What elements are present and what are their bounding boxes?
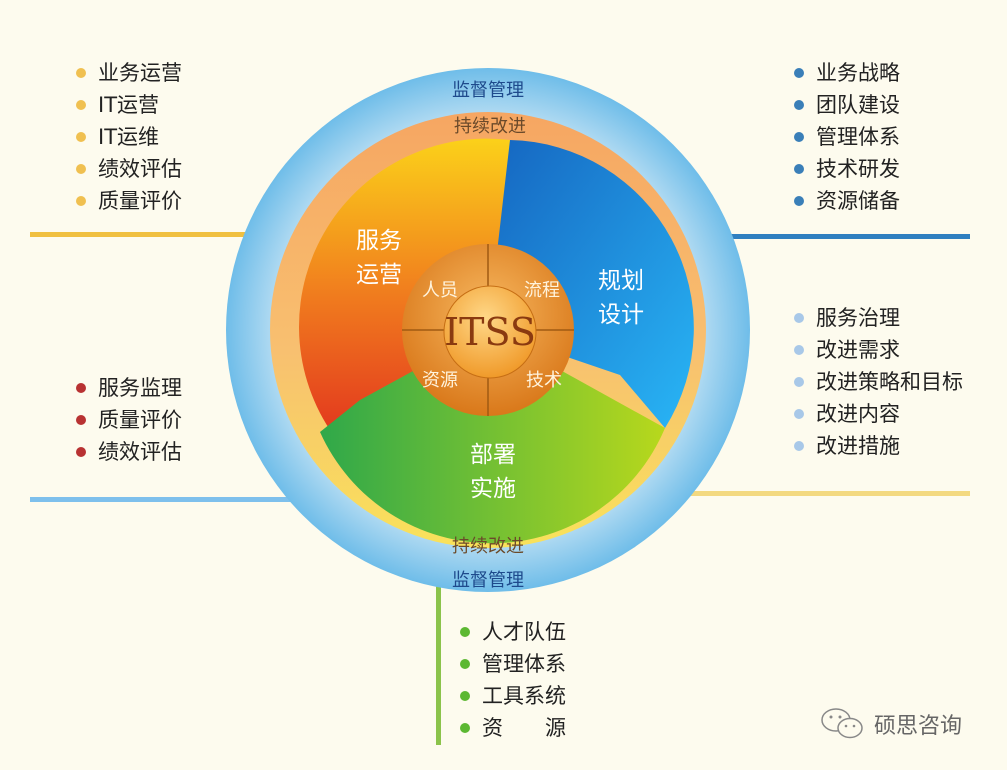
bullet-icon xyxy=(76,100,86,110)
list-top-left: 业务运营 IT运营 IT运维 绩效评估 质量评价 xyxy=(76,57,182,217)
list-item: IT运营 xyxy=(76,89,182,121)
list-item: 资源储备 xyxy=(794,185,900,217)
watermark-text: 硕思咨询 xyxy=(874,714,963,739)
bullet-icon xyxy=(76,68,86,78)
list-item: IT运维 xyxy=(76,121,182,153)
bullet-icon xyxy=(76,196,86,206)
list-bottom: 人才队伍 管理体系 工具系统 资 源 xyxy=(460,616,566,744)
center-label: ITSS xyxy=(444,310,536,354)
connector-line-bottom xyxy=(436,495,441,745)
bullet-icon xyxy=(76,132,86,142)
list-item: 管理体系 xyxy=(460,648,566,680)
bullet-icon xyxy=(460,659,470,669)
bullet-icon xyxy=(794,377,804,387)
bullet-icon xyxy=(794,409,804,419)
list-middle-right: 服务治理 改进需求 改进策略和目标 改进内容 改进措施 xyxy=(794,302,963,462)
list-item: 业务运营 xyxy=(76,57,182,89)
bullet-icon xyxy=(794,441,804,451)
list-item: 绩效评估 xyxy=(76,153,182,185)
bullet-icon xyxy=(794,100,804,110)
connector-line-top-right xyxy=(640,234,970,239)
list-item: 改进需求 xyxy=(794,334,963,366)
bullet-icon xyxy=(76,447,86,457)
list-item: 管理体系 xyxy=(794,121,900,153)
list-top-right: 业务战略 团队建设 管理体系 技术研发 资源储备 xyxy=(794,57,900,217)
list-item: 资 源 xyxy=(460,712,566,744)
core-label-people: 人员 xyxy=(422,280,458,301)
list-item: 改进内容 xyxy=(794,398,963,430)
bullet-icon xyxy=(460,691,470,701)
outer-ring-label-top: 监督管理 xyxy=(452,80,524,101)
segment-planning-design xyxy=(488,140,694,428)
bullet-icon xyxy=(76,383,86,393)
bullet-icon xyxy=(460,723,470,733)
list-item: 改进策略和目标 xyxy=(794,366,963,398)
segment-label-deployment: 部署 实施 xyxy=(470,442,516,502)
list-item: 团队建设 xyxy=(794,89,900,121)
bullet-icon xyxy=(76,164,86,174)
outer-ring-label-bottom: 监督管理 xyxy=(452,570,524,591)
list-item: 人才队伍 xyxy=(460,616,566,648)
list-item: 服务监理 xyxy=(76,372,182,404)
bullet-icon xyxy=(76,415,86,425)
bullet-icon xyxy=(794,164,804,174)
bullet-icon xyxy=(794,313,804,323)
core-label-technology: 技术 xyxy=(526,370,562,391)
list-item: 工具系统 xyxy=(460,680,566,712)
core-label-process: 流程 xyxy=(524,280,560,301)
connector-line-top-left xyxy=(30,232,360,237)
connector-line-middle-left xyxy=(30,497,310,502)
list-middle-left: 服务监理 质量评价 绩效评估 xyxy=(76,372,182,468)
list-item: 质量评价 xyxy=(76,404,182,436)
segment-deployment xyxy=(320,330,665,544)
bullet-icon xyxy=(460,627,470,637)
segment-label-service-operation: 服务 运营 xyxy=(356,228,402,288)
core-label-resources: 资源 xyxy=(422,370,458,391)
watermark: 硕思咨询 xyxy=(820,708,962,740)
segment-label-planning-design: 规划 设计 xyxy=(598,268,644,328)
segment-service-operation xyxy=(299,138,525,430)
connector-line-middle-right xyxy=(635,491,970,496)
list-item: 质量评价 xyxy=(76,185,182,217)
list-item: 技术研发 xyxy=(794,153,900,185)
inner-ring-label-bottom: 持续改进 xyxy=(452,536,524,557)
list-item: 绩效评估 xyxy=(76,436,182,468)
center-circle xyxy=(443,285,537,379)
bullet-icon xyxy=(794,345,804,355)
bullet-icon xyxy=(794,132,804,142)
bullet-icon xyxy=(794,68,804,78)
bullet-icon xyxy=(794,196,804,206)
list-item: 改进措施 xyxy=(794,430,963,462)
wechat-icon xyxy=(821,708,863,739)
list-item: 服务治理 xyxy=(794,302,963,334)
list-item: 业务战略 xyxy=(794,57,900,89)
inner-ring-label-top: 持续改进 xyxy=(454,116,526,137)
